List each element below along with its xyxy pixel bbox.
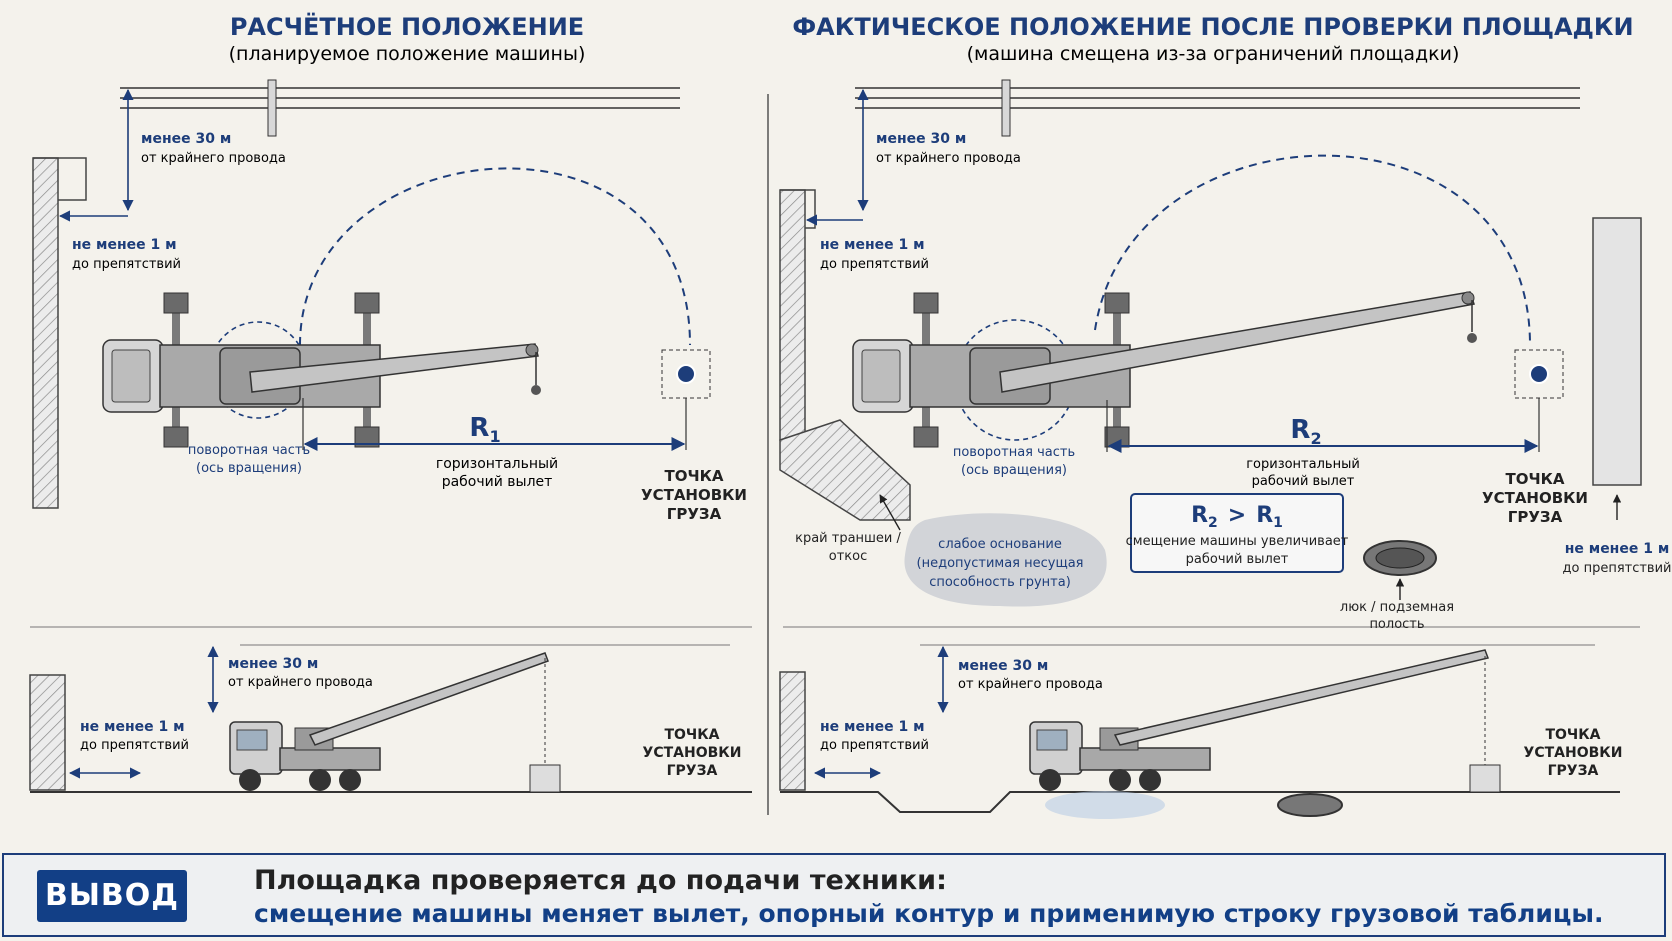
right-radius-label: R2: [1290, 415, 1321, 448]
right-reach-label: горизонтальный: [1246, 457, 1360, 472]
right-load-label-1: ТОЧКА: [1506, 470, 1565, 488]
left-side-view: [29, 644, 752, 793]
left-load-label-1: ТОЧКА: [665, 467, 724, 485]
right-obst-dist: не менее 1 м: [820, 237, 925, 253]
left-plan-view: [32, 79, 711, 509]
load-point-marker: [1529, 364, 1549, 384]
hatch-note: полость: [1369, 617, 1424, 632]
left-subtitle: (планируемое положение машины): [229, 43, 586, 65]
left-obst-dist: не менее 1 м: [72, 237, 177, 253]
weak-ground-note-1: (недопустимая несущая: [917, 556, 1084, 571]
right-side-load-2: УСТАНОВКИ: [1524, 745, 1623, 761]
left-radius-label: R1: [469, 413, 500, 446]
right-plan-view: [779, 79, 1642, 607]
right-side-wire-note: от крайнего провода: [958, 677, 1103, 692]
right-pivot-label: поворотная часть: [953, 445, 1075, 460]
right-side-view: [779, 644, 1620, 819]
wall-obstacle: [32, 157, 59, 509]
left-pivot-label: поворотная часть: [188, 443, 310, 458]
right-title: ФАКТИЧЕСКОЕ ПОЛОЖЕНИЕ ПОСЛЕ ПРОВЕРКИ ПЛО…: [792, 13, 1633, 41]
right-subtitle: (машина смещена из-за ограничений площад…: [967, 43, 1460, 65]
trench-label: край траншеи /: [795, 531, 901, 546]
right-side-wire-dist: менее 30 м: [958, 658, 1048, 674]
left-side-wire-note: от крайнего провода: [228, 675, 373, 690]
left-side-obst-note: до препятствий: [80, 738, 189, 753]
conclusion-heading: Площадка проверяется до подачи техники:: [254, 865, 947, 896]
right-wire-dist: менее 30 м: [876, 131, 966, 147]
right-side-obst-note-2: до препятствий: [820, 738, 929, 753]
left-side-wire-dist: менее 30 м: [228, 656, 318, 672]
right-obstacle: [1592, 217, 1642, 486]
compare-note-1: смещение машины увеличивает: [1126, 534, 1349, 549]
left-side-obst-dist: не менее 1 м: [80, 719, 185, 735]
conclusion-badge: ВЫВОД: [37, 870, 187, 922]
weak-ground-area: [904, 513, 1107, 607]
right-side-obst-dist: не менее 1 м: [1565, 541, 1670, 557]
left-side-load-1: ТОЧКА: [664, 727, 719, 743]
right-load-label-2: УСТАНОВКИ: [1482, 489, 1588, 507]
left-wire-dist-note: от крайнего провода: [141, 151, 286, 166]
left-pivot-note: (ось вращения): [196, 461, 302, 476]
left-load-label-2: УСТАНОВКИ: [641, 486, 747, 504]
right-wire-dist-note: от крайнего провода: [876, 151, 1021, 166]
wall-obstacle: [779, 189, 806, 441]
right-side-obst-dist-2: не менее 1 м: [820, 719, 925, 735]
power-pole-icon: [1001, 79, 1011, 137]
trench-slope: [779, 419, 911, 521]
weak-ground-note-2: способность грунта): [929, 575, 1071, 590]
right-side-load-3: ГРУЗА: [1548, 763, 1599, 779]
compare-note-2: рабочий вылет: [1186, 552, 1289, 567]
left-reach-note: рабочий вылет: [442, 474, 553, 490]
left-side-load-2: УСТАНОВКИ: [643, 745, 742, 761]
compare-box: [1130, 493, 1344, 573]
left-load-label-3: ГРУЗА: [667, 505, 722, 523]
power-pole-icon: [267, 79, 277, 137]
load-point-marker: [676, 364, 696, 384]
conclusion-panel: ВЫВОД Площадка проверяется до подачи тех…: [2, 853, 1666, 937]
left-side-load-3: ГРУЗА: [667, 763, 718, 779]
left-obst-note: до препятствий: [72, 257, 181, 272]
right-obst-note: до препятствий: [820, 257, 929, 272]
right-load-label-3: ГРУЗА: [1508, 508, 1563, 526]
left-reach-label: горизонтальный: [436, 456, 558, 472]
compare-formula: R2>R1: [1191, 503, 1283, 531]
conclusion-text: смещение машины меняет вылет, опорный ко…: [254, 899, 1604, 928]
right-side-load-1: ТОЧКА: [1545, 727, 1600, 743]
right-side-obst-note: до препятствий: [1563, 561, 1672, 576]
left-wire-dist: менее 30 м: [141, 131, 231, 147]
left-title: РАСЧЁТНОЕ ПОЛОЖЕНИЕ: [230, 12, 584, 41]
right-pivot-note: (ось вращения): [961, 463, 1067, 478]
right-reach-note: рабочий вылет: [1252, 474, 1355, 489]
weak-ground-label: слабое основание: [938, 537, 1062, 552]
trench-note: откос: [829, 549, 867, 564]
hatch-label: люк / подземная: [1340, 600, 1454, 615]
